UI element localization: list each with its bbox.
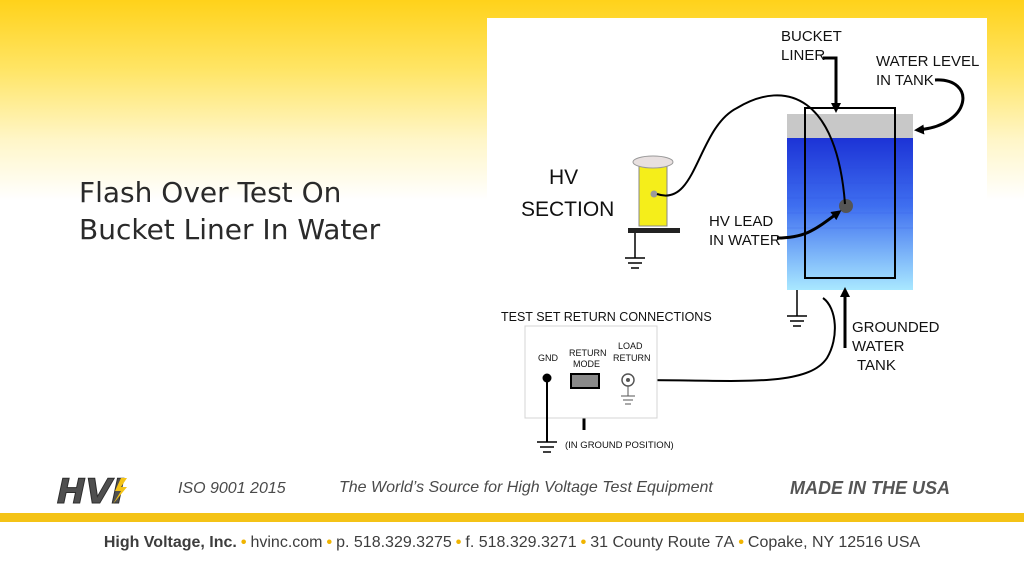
logo-text: HVI — [55, 472, 128, 508]
company-fax: f. 518.329.3271 — [465, 534, 577, 551]
label-bucket-liner-2: LINER — [781, 47, 825, 64]
label-water-level-1: WATER LEVEL — [876, 53, 979, 70]
separator-dot: • — [240, 534, 247, 551]
tank-ground-symbol — [787, 290, 807, 327]
bucket-liner-arrow — [823, 56, 841, 113]
separator-dot: • — [738, 534, 744, 551]
label-grounded-3: TANK — [857, 357, 896, 374]
hv-lead-cable — [656, 94, 846, 205]
hv-section-unit — [625, 155, 680, 269]
hvi-logo: HVI — [52, 472, 141, 513]
label-ground-position: (IN GROUND POSITION) — [565, 440, 674, 451]
separator-dot: • — [580, 534, 587, 551]
hv-lead-probe — [839, 199, 853, 213]
flash-over-diagram: BUCKET LINER WATER LEVEL IN TANK HV SECT… — [487, 18, 987, 460]
water-body — [787, 138, 913, 290]
separator-dot: • — [455, 534, 462, 551]
panel-ground-symbol — [537, 441, 557, 453]
slide-title: Flash Over Test On Bucket Liner In Water — [79, 174, 459, 248]
label-grounded-1: GROUNDED — [852, 319, 940, 336]
company-tagline: The World’s Source for High Voltage Test… — [339, 479, 713, 496]
bucket-liner-outline — [804, 107, 896, 279]
slide-title-line-2: Bucket Liner In Water — [79, 213, 381, 246]
return-mode-switch — [570, 373, 600, 389]
hv-lead-arrow — [776, 210, 842, 240]
label-return-mode-1: RETURN — [569, 348, 607, 358]
slide-title-line-1: Flash Over Test On — [79, 176, 342, 209]
made-in-usa-label: MADE IN THE USA — [790, 478, 951, 498]
gnd-terminal — [542, 373, 552, 383]
grounded-water-tank — [787, 114, 913, 290]
contact-info: High Voltage, Inc.•hvinc.com•p. 518.329.… — [0, 534, 1024, 552]
label-return-connections: TEST SET RETURN CONNECTIONS — [501, 310, 712, 324]
label-hv-section-1: HV — [549, 166, 578, 189]
label-water-level-2: IN TANK — [876, 72, 934, 89]
lightning-bolt-icon — [113, 478, 127, 504]
company-name: High Voltage, Inc. — [103, 534, 237, 551]
label-hv-lead-2: IN WATER — [709, 232, 781, 249]
label-load-return-1: LOAD — [618, 341, 643, 351]
iso-certification: ISO 9001 2015 — [178, 480, 286, 497]
air-gap-band — [787, 114, 913, 138]
company-phone: p. 518.329.3275 — [336, 534, 452, 551]
label-grounded-2: WATER — [852, 338, 905, 355]
separator-dot: • — [326, 534, 333, 551]
label-hv-lead-1: HV LEAD — [709, 213, 773, 230]
water-level-arrow — [914, 78, 965, 135]
footer-divider — [0, 513, 1024, 522]
load-return-ground-symbol — [621, 386, 635, 405]
contact-bar — [0, 522, 1024, 576]
footer-bar — [0, 462, 1024, 522]
label-hv-section-2: SECTION — [521, 198, 614, 221]
return-connections-panel — [524, 325, 658, 419]
label-return-mode-2: MODE — [573, 359, 600, 369]
company-city: Copake, NY 12516 USA — [747, 534, 921, 551]
label-bucket-liner-1: BUCKET — [781, 28, 842, 45]
company-address: 31 County Route 7A — [590, 534, 735, 551]
company-website[interactable]: hvinc.com — [250, 534, 323, 551]
label-load-return-2: RETURN — [613, 353, 651, 363]
return-cable — [634, 297, 836, 382]
label-gnd: GND — [538, 353, 559, 363]
